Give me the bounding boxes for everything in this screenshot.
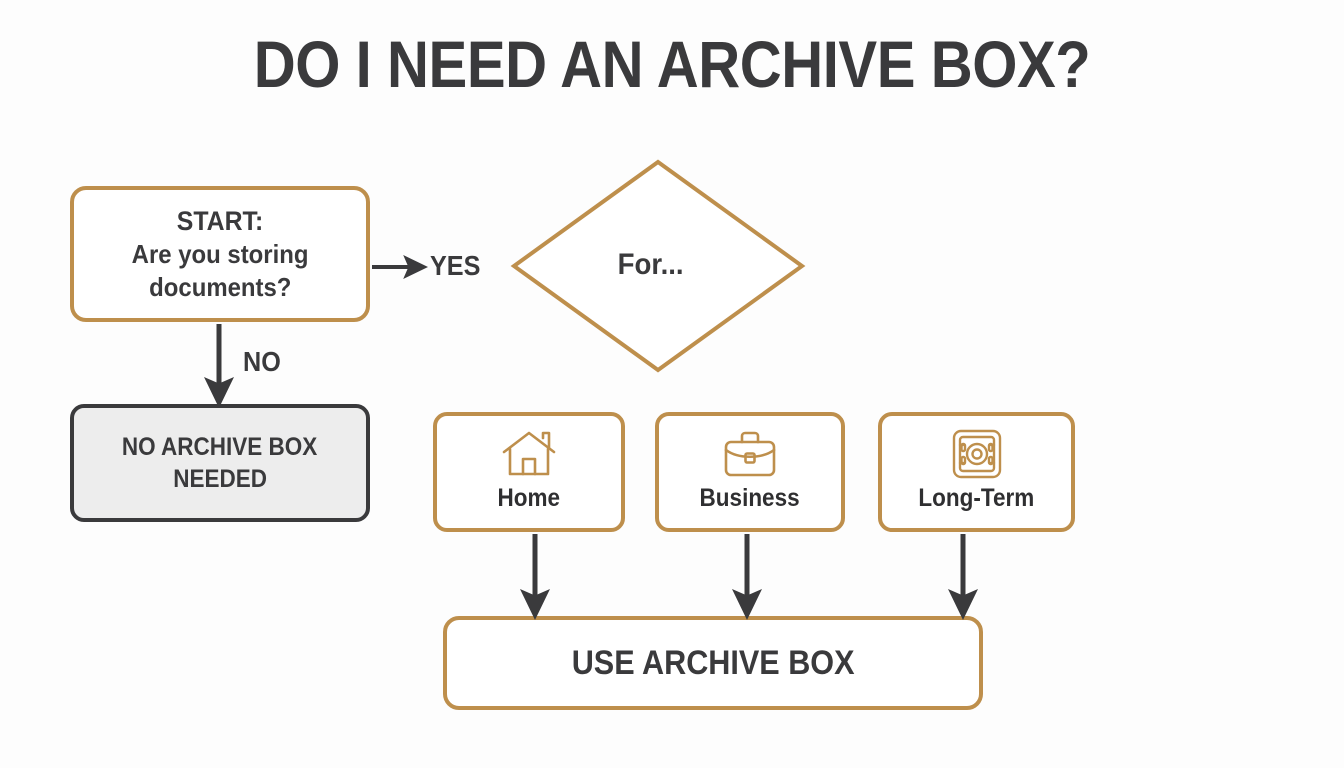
terminal-no-line-2: NEEDED [173, 465, 267, 493]
house-icon [499, 428, 559, 480]
category-label-home: Home [497, 484, 561, 512]
category-node-business[interactable]: Business [655, 412, 845, 532]
decision-node-label: For... [617, 248, 684, 281]
start-node[interactable]: START: Are you storing documents? [70, 186, 370, 322]
edge-label-no: NO [243, 346, 281, 377]
start-node-line-3: documents? [148, 271, 292, 302]
terminal-use-archive-box[interactable]: USE ARCHIVE BOX [443, 616, 983, 710]
diamond-shape [510, 159, 806, 373]
category-label-long-term: Long-Term [918, 484, 1035, 512]
category-label-business: Business [699, 484, 801, 512]
safe-icon [949, 428, 1005, 480]
terminal-no-archive-box-needed[interactable]: NO ARCHIVE BOX NEEDED [70, 404, 370, 522]
start-node-line-2: Are you storing [131, 238, 309, 269]
terminal-use-archive-box-label: USE ARCHIVE BOX [571, 644, 855, 682]
edge-label-yes: YES [430, 250, 481, 281]
briefcase-icon [720, 428, 780, 480]
page-title: DO I NEED AN ARCHIVE BOX? [253, 27, 1091, 101]
terminal-no-line-1: NO ARCHIVE BOX [122, 433, 318, 461]
category-node-long-term[interactable]: Long-Term [878, 412, 1075, 532]
start-node-line-1: START: [176, 205, 264, 236]
category-node-home[interactable]: Home [433, 412, 625, 532]
decision-node[interactable]: For... [508, 156, 808, 376]
